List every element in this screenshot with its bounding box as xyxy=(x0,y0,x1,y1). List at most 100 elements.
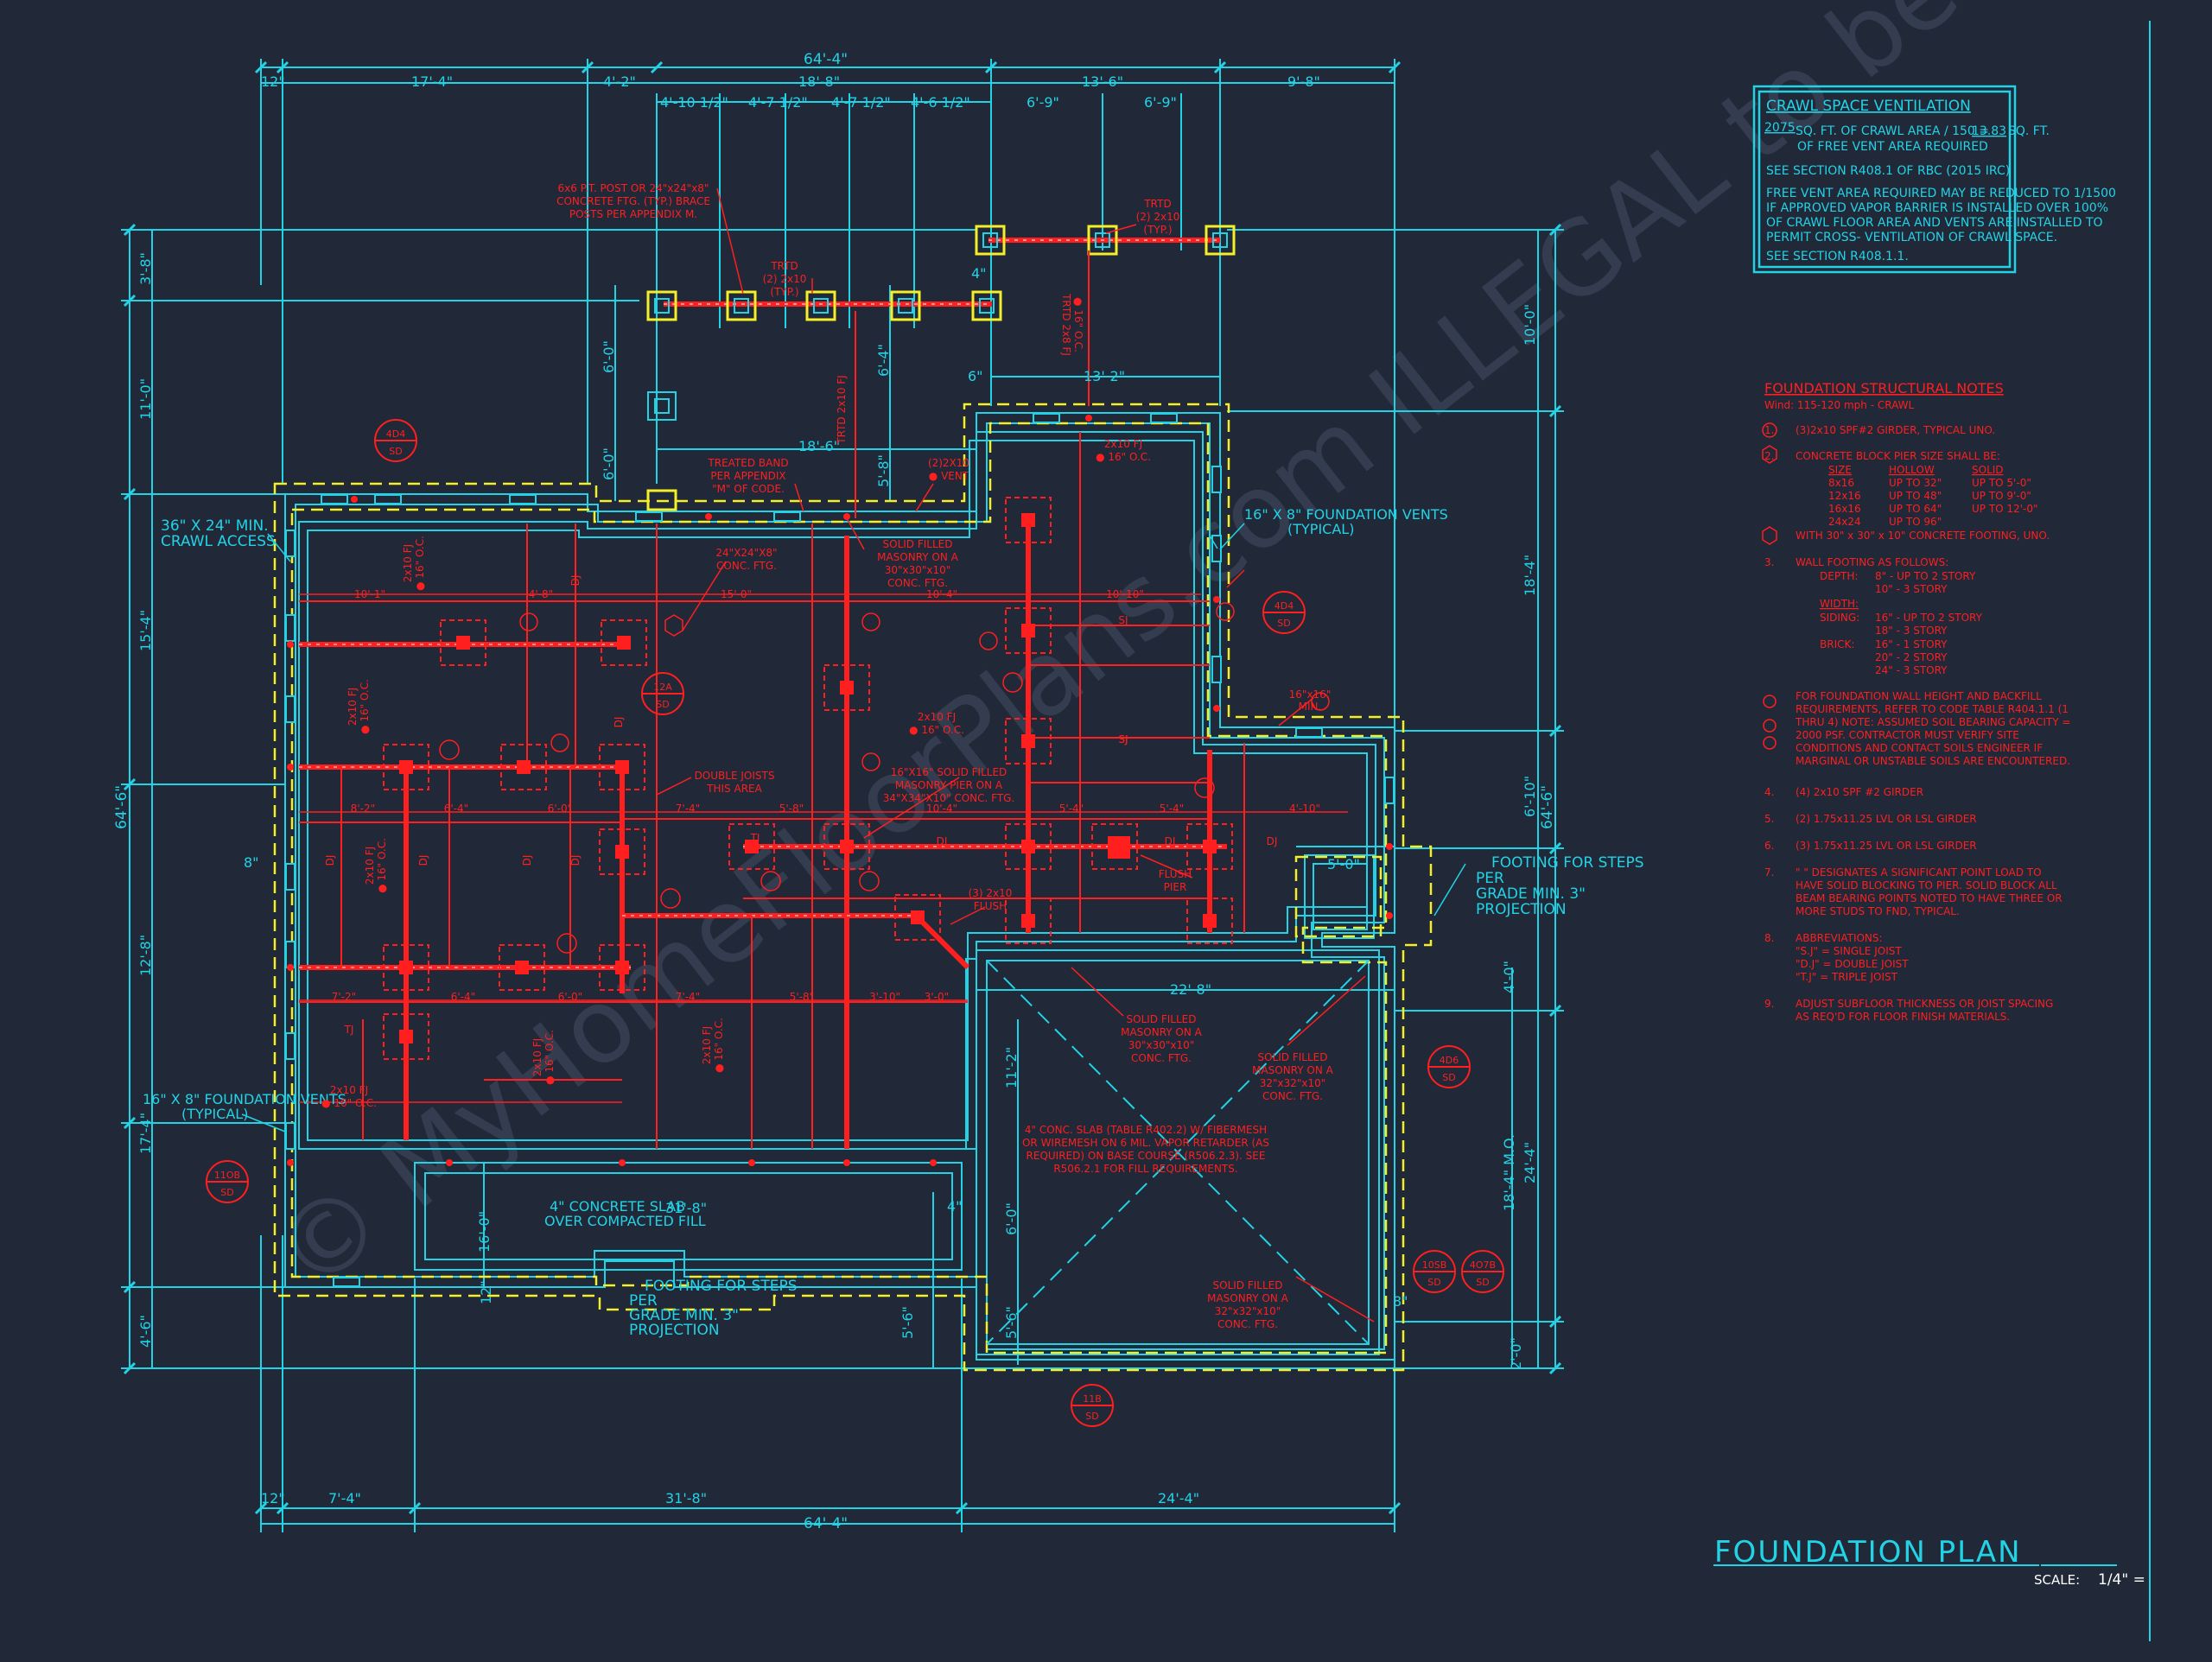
dim-misc-20: 4" xyxy=(947,1198,963,1215)
section-mark-num: 4D4 xyxy=(386,428,405,440)
dim-left-4: 12'-8" xyxy=(137,935,154,976)
section-mark-num: 11B xyxy=(1083,1393,1102,1405)
section-mark-ref: SD xyxy=(220,1187,233,1198)
solid-masonry-16-3: 34"X34"X10" CONC. FTG. xyxy=(883,792,1015,804)
note-9: ABBREVIATIONS: xyxy=(1796,932,1883,944)
dim-misc-19: 12" xyxy=(478,1280,494,1304)
note-5-num: 4. xyxy=(1764,786,1774,798)
dim-misc-12: 5'-6" xyxy=(1003,1306,1020,1339)
solid-masonry-32b-4: CONC. FTG. xyxy=(1217,1318,1278,1330)
treated-band-1: TREATED BAND xyxy=(707,457,788,469)
trtd-left-3: (TYP.) xyxy=(770,286,798,298)
vents-right-label-1: 16" X 8" FOUNDATION VENTS xyxy=(1244,506,1448,523)
dim-right-6: 2'-0" xyxy=(1508,1337,1524,1370)
trtd-fj-oc: ● 16" O.C. xyxy=(1072,297,1084,352)
section-mark-ref: SD xyxy=(1277,618,1290,629)
dim-left-1: 3'-8" xyxy=(137,252,154,285)
note-2-r1-b: UP TO 32" xyxy=(1889,477,1942,489)
dim-top-r2-2: 4'-7 1/2" xyxy=(748,94,808,111)
note-3-depth-1: 8" - UP TO 2 STORY xyxy=(1875,570,1976,582)
scale-value: 1/4" = xyxy=(2098,1571,2145,1589)
span-label: 7'-2" xyxy=(332,991,356,1003)
joist-label: 2x10 FJ xyxy=(918,711,956,723)
note-8c: BEAM BEARING POINTS NOTED TO HAVE THREE … xyxy=(1796,892,2063,904)
note-2-r1-c: UP TO 5'-0" xyxy=(1972,477,2031,489)
solid-masonry-32a-3: 32"x32"x10" xyxy=(1260,1077,1326,1089)
dim-right-1: 10'-0" xyxy=(1522,304,1538,346)
flush-beam-2: FLUSH xyxy=(974,900,1007,912)
double-joists-1: DOUBLE JOISTS xyxy=(695,770,775,782)
member-tag: DJ xyxy=(569,575,582,587)
notes-title: FOUNDATION STRUCTURAL NOTES xyxy=(1764,380,2004,396)
note-2-r4-a: 24x24 xyxy=(1828,516,1861,528)
note-8a: " " DESIGNATES A SIGNIFICANT POINT LOAD … xyxy=(1796,866,2042,879)
vent-2x10-2: ● VENT xyxy=(929,470,969,482)
section-mark-num: 4D4 xyxy=(1274,600,1294,612)
dim-misc-15: 5'-6" xyxy=(899,1306,916,1339)
section-mark-ref: SD xyxy=(1476,1277,1489,1288)
porch-slab-label-2: OVER COMPACTED FILL xyxy=(544,1213,706,1229)
member-tag: TJ xyxy=(750,832,760,844)
note-9b: "D.J" = DOUBLE JOIST xyxy=(1796,958,1909,970)
dim-right-overall: 64'-6" xyxy=(1539,785,1556,829)
member-tag: DJ xyxy=(521,855,533,866)
solid-masonry-16-1: 16"X16" SOLID FILLED xyxy=(891,766,1007,778)
dim-misc-3: 6'-4" xyxy=(875,344,892,377)
joist-label: 2x10 FJ xyxy=(701,1026,713,1064)
member-tags: SJ SJ DJ DJ DJ DJ DJ DJ TJ TJ DJ DJ DJ S… xyxy=(324,575,1277,1036)
dim-misc-6: 13'-2" xyxy=(1084,368,1125,384)
section-mark-ref: SD xyxy=(1085,1411,1098,1422)
span-label: 6'-4" xyxy=(451,991,475,1003)
dim-misc-18: 18'-4" M.O. xyxy=(1501,1134,1517,1211)
note-10-num: 9. xyxy=(1764,998,1774,1010)
joist-label: 2x10 FJ xyxy=(531,1038,543,1076)
section-mark-num: 12A xyxy=(653,682,672,693)
joist-oc: ● 16" O.C. xyxy=(1096,451,1151,463)
crawl-box-line3: SEE SECTION R408.1 OF RBC (2015 IRC) xyxy=(1766,164,2010,178)
section-mark-num: 10SB xyxy=(1422,1259,1447,1271)
dim-top-r2-4: 4'-6 1/2" xyxy=(911,94,970,111)
note-2-r3-c: UP TO 12'-0" xyxy=(1972,503,2037,515)
note-3-siding-label: SIDING: xyxy=(1820,612,1859,624)
note-1: (3)2x10 SPF#2 GIRDER, TYPICAL UNO. xyxy=(1796,424,1995,436)
dim-top-r2-6: 6'-9" xyxy=(1144,94,1177,111)
dim-top-1: 12" xyxy=(261,73,285,90)
note-3-siding-2: 18" - 3 STORY xyxy=(1875,625,1948,637)
note-3-brick-1: 16" - 1 STORY xyxy=(1875,638,1948,650)
crawl-box-line5: IF APPROVED VAPOR BARRIER IS INSTALLED O… xyxy=(1766,201,2108,215)
dim-misc-14: 31'-8" xyxy=(665,1200,707,1216)
leader-lines xyxy=(656,187,1375,1323)
vents-left-label-2: (TYPICAL) xyxy=(181,1106,248,1122)
section-mark-ref: SD xyxy=(1442,1072,1455,1083)
joist-oc: ● 16" O.C. xyxy=(359,679,371,734)
member-tag: SJ xyxy=(1118,733,1128,745)
crawl-ventilation-box: CRAWL SPACE VENTILATION 2075 SQ. FT. OF … xyxy=(1764,98,2116,263)
span-label: 5'-4" xyxy=(1059,802,1084,815)
solid-masonry-32a-2: MASONRY ON A xyxy=(1252,1064,1334,1076)
dim-right-2: 18'-4" xyxy=(1522,555,1538,596)
section-mark-num: 11OB xyxy=(214,1170,240,1181)
dim-misc-11: 6'-0" xyxy=(1003,1202,1020,1235)
dim-misc-4: 5'-8" xyxy=(875,454,892,487)
note-4a: FOR FOUNDATION WALL HEIGHT AND BACKFILL xyxy=(1796,690,2042,702)
footing-outline xyxy=(273,403,1433,1372)
double-joists-2: THIS AREA xyxy=(706,783,762,795)
post-callout-1: 6x6 P.T. POST OR 24"x24"x8" xyxy=(558,182,709,194)
joist-oc: ● 16" O.C. xyxy=(713,1018,725,1073)
note-1-num: 1. xyxy=(1764,424,1774,436)
note-5: (4) 2x10 SPF #2 GIRDER xyxy=(1796,786,1923,798)
span-label: 5'-8" xyxy=(790,991,814,1003)
section-mark-ref: SD xyxy=(389,446,402,457)
vent-2x10-1: (2)2X10 xyxy=(928,457,969,469)
dim-left-overall: 64'-6" xyxy=(113,785,130,829)
span-label: 5'-8" xyxy=(779,802,804,815)
member-tag: DJ xyxy=(324,855,336,866)
dim-top-6: 9'-8" xyxy=(1287,73,1320,90)
joist-oc: ● 16" O.C. xyxy=(543,1030,556,1085)
garage-slab-2: OR WIREMESH ON 6 MIL. VAPOR RETARDER (AS xyxy=(1022,1137,1269,1149)
member-tag: DJ xyxy=(569,855,582,866)
note-2-r4-b: UP TO 96" xyxy=(1889,516,1942,528)
joist-oc: ● 16" O.C. xyxy=(376,838,388,893)
span-label: 3'-10" xyxy=(869,991,900,1003)
